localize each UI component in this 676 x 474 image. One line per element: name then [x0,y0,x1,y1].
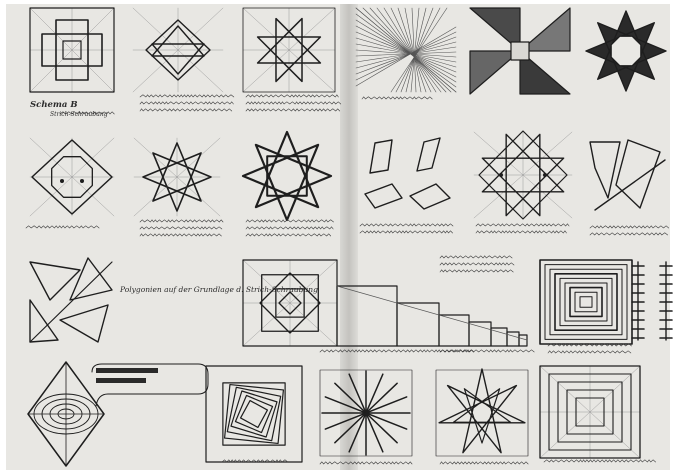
schema-sublabel: Strich-Schraubung [50,112,108,118]
drawing-concentric-diamonds [243,260,337,346]
page-fold [340,4,358,470]
dot [60,179,64,183]
pinwheel-center [511,42,529,60]
schema-label: Schema B [30,101,78,110]
redacted-bar [96,368,158,373]
drawing-pinwheel [470,8,570,94]
star-core [611,36,641,66]
polygon-note: Polygonien auf der Grundlage d. Strich-S… [120,286,318,294]
paper-sheet [6,4,670,470]
dot [543,173,547,177]
dot [499,173,503,177]
redacted-bar [96,378,146,383]
drawing-dark-star [586,11,666,91]
dot [80,179,84,183]
